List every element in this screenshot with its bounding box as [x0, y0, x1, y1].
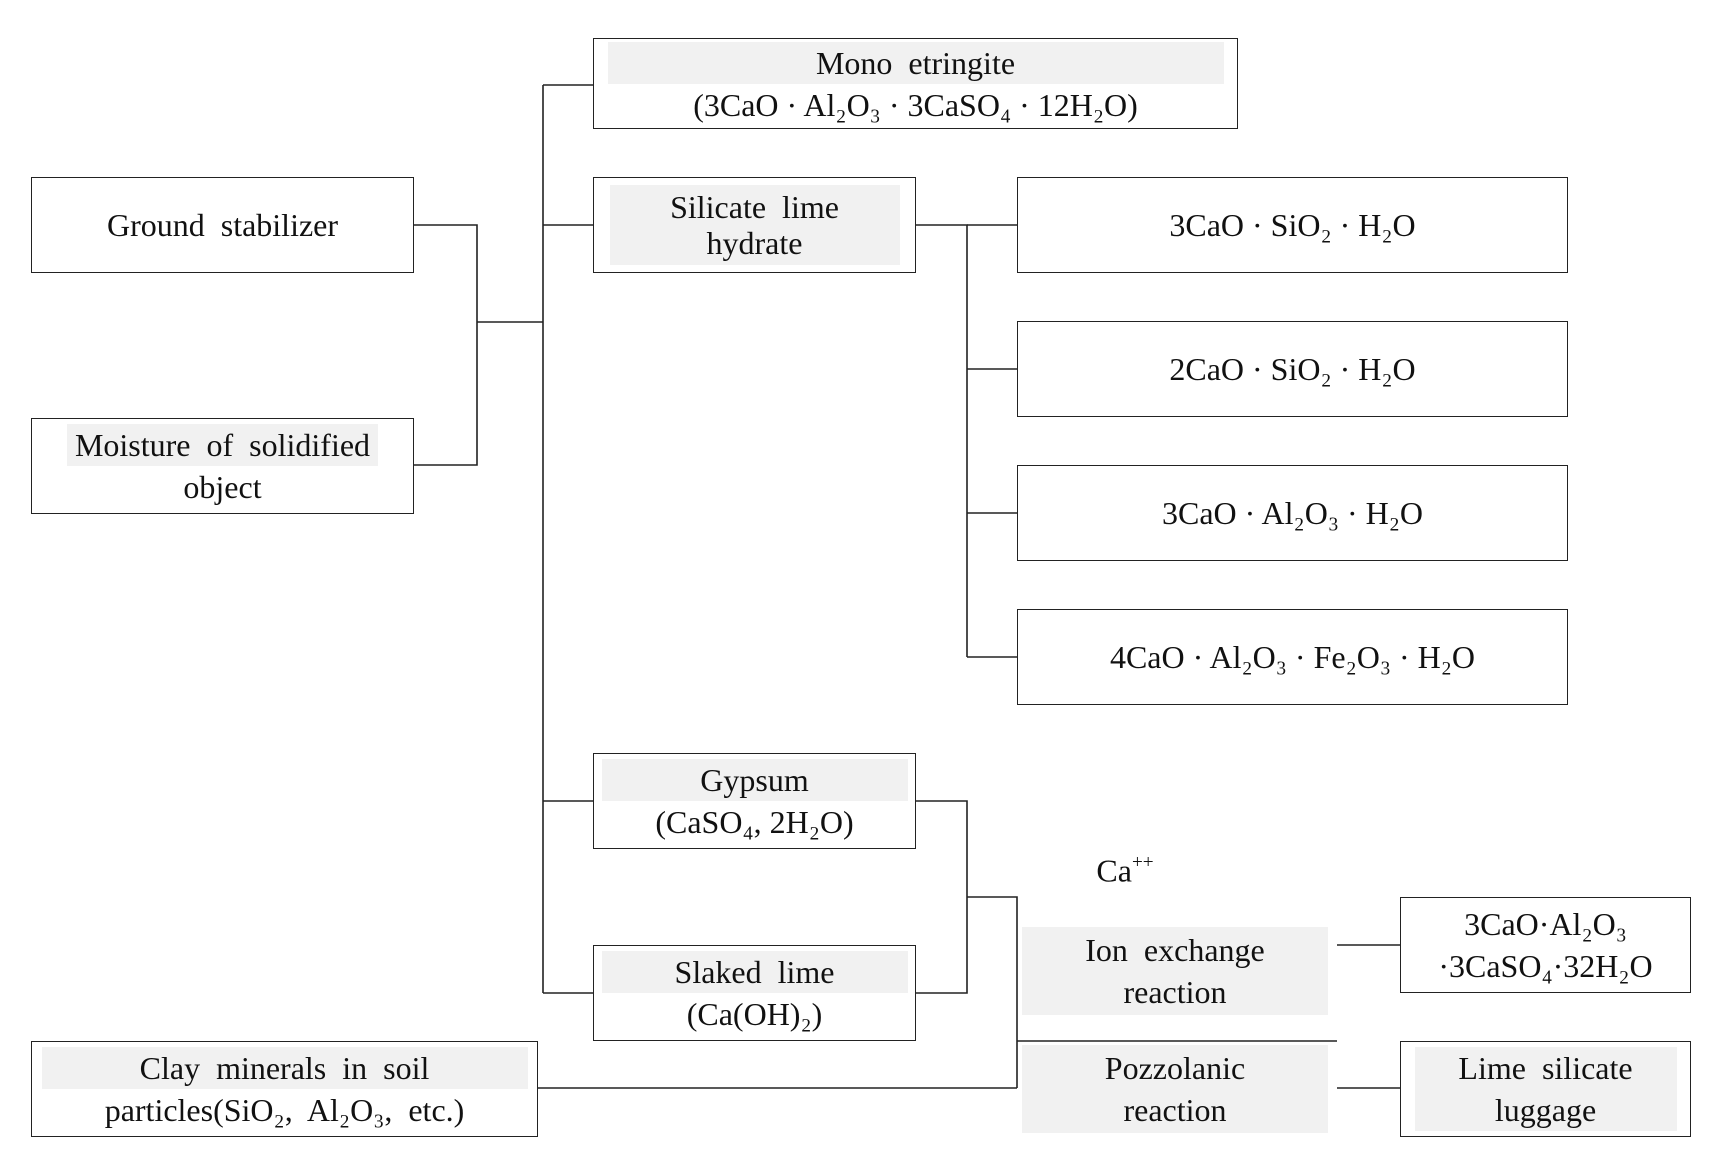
connector-ground-stabilizer [414, 224, 478, 466]
slaked-lime-box: Slaked lime (Ca(OH)₂) [593, 945, 916, 1041]
lime-silicate-line1: Lime silicate [1458, 1050, 1633, 1086]
pozzolanic-reaction: Pozzolanic reaction [1022, 1045, 1328, 1133]
c4afh-formula: 4CaO · Al₂O₃ · Fe₂O₃ · H₂O [1109, 639, 1476, 675]
ettringite-line1: 3CaO·Al₂O₃ [1464, 906, 1627, 942]
clay-minerals-line1: Clay minerals in soil [41, 1047, 528, 1089]
mono-etringite-label: Mono etringite [607, 41, 1224, 84]
calcium-ion-label: Ca++ [1070, 845, 1180, 889]
connector-gypsum-slaked-join [916, 800, 968, 994]
c3sh-box: 3CaO · SiO₂ · H₂O [1017, 177, 1568, 273]
mono-etringite-formula: (3CaO · Al₂O₃ · 3CaSO₄ · 12H₂O) [693, 86, 1138, 123]
c3ah-formula: 3CaO · Al₂O₃ · H₂O [1162, 495, 1423, 531]
slaked-lime-formula: (Ca(OH)₂) [686, 996, 823, 1032]
gypsum-box: Gypsum (CaSO₄, 2H₂O) [593, 753, 916, 849]
moisture-box: Moisture of solidified object [31, 418, 414, 514]
ion-exchange-reaction: Ion exchange reaction [1022, 927, 1328, 1015]
connector-silicate-fan [916, 224, 968, 657]
calcium-ion-text: Ca++ [1096, 852, 1154, 889]
c2sh-formula: 2CaO · SiO₂ · H₂O [1169, 351, 1416, 387]
ettringite-line2: ·3CaSO₄·32H₂O [1438, 948, 1653, 984]
clay-minerals-box: Clay minerals in soil particles(SiO₂, Al… [31, 1041, 538, 1137]
pozzolanic-line1: Pozzolanic [1104, 1050, 1246, 1086]
moisture-label-line2: object [183, 469, 262, 505]
c2sh-box: 2CaO · SiO₂ · H₂O [1017, 321, 1568, 417]
c3ah-box: 3CaO · Al₂O₃ · H₂O [1017, 465, 1568, 561]
ground-stabilizer-label: Ground stabilizer [106, 207, 339, 243]
clay-minerals-line2: particles(SiO₂, Al₂O₃, etc.) [104, 1092, 465, 1128]
moisture-label-line1: Moisture of solidified [66, 424, 379, 466]
charge-superscript: ++ [1131, 852, 1154, 874]
ettringite-box: 3CaO·Al₂O₃ ·3CaSO₄·32H₂O [1400, 897, 1691, 993]
ground-stabilizer-box: Ground stabilizer [31, 177, 414, 273]
slaked-lime-label: Slaked lime [601, 951, 908, 993]
lime-silicate-box: Lime silicate luggage [1400, 1041, 1691, 1137]
c3sh-formula: 3CaO · SiO₂ · H₂O [1169, 207, 1416, 243]
connector-to-reactions [967, 896, 1018, 1088]
ion-exchange-line1: Ion exchange [1085, 932, 1265, 968]
silicate-lime-hydrate-box: Silicate lime hydrate [593, 177, 916, 273]
gypsum-formula: (CaSO₄, 2H₂O) [655, 804, 854, 840]
silicate-lime-hydrate-line2: hydrate [706, 225, 803, 261]
gypsum-label: Gypsum [601, 759, 908, 801]
lime-silicate-line2: luggage [1494, 1092, 1597, 1128]
c4afh-box: 4CaO · Al₂O₃ · Fe₂O₃ · H₂O [1017, 609, 1568, 705]
ion-exchange-line2: reaction [1123, 974, 1227, 1010]
silicate-lime-hydrate-line1: Silicate lime [670, 189, 839, 225]
mono-etringite-box: Mono etringite (3CaO · Al₂O₃ · 3CaSO₄ · … [593, 38, 1238, 129]
pozzolanic-line2: reaction [1123, 1092, 1227, 1128]
